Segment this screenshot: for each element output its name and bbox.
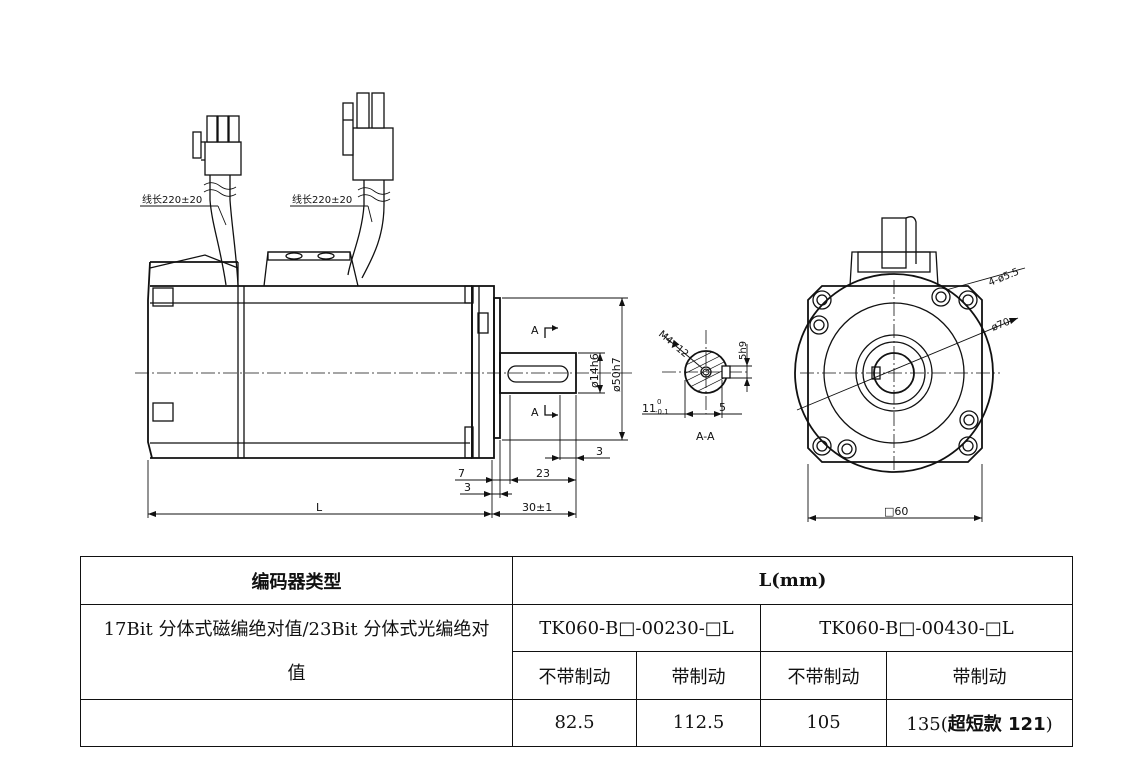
brake-label-2: 带制动 — [636, 651, 761, 700]
value-4-bold: 超短款 121 — [947, 713, 1046, 735]
dim-3-right: 3 — [596, 445, 603, 458]
dim-spigot: ø50h7 — [610, 357, 623, 392]
front-view: 4-ø5.5 ø70 □60 — [794, 216, 1026, 522]
header-L: L(mm) — [511, 555, 1074, 606]
dim-23: 23 — [536, 467, 550, 480]
encoder-description: 17Bit 分体式磁编绝对值/23Bit 分体式光编绝对值 — [80, 604, 513, 700]
side-view: A A 线长220±20 — [135, 92, 632, 518]
model-230: TK060-B□-00230-□L — [512, 604, 761, 653]
dim-7: 7 — [458, 467, 465, 480]
pcd-spec: ø70 — [990, 317, 1012, 334]
model-430: TK060-B□-00430-□L — [759, 604, 1074, 653]
value-3: 105 — [760, 698, 887, 748]
section-view: M4▼12 5h9 11 0 -0.1 5 A-A — [642, 329, 752, 443]
brake-label-1: 不带制动 — [512, 651, 637, 700]
square-spec: □60 — [884, 505, 908, 518]
key-width-dim: 5 — [719, 401, 726, 414]
value-empty-cell — [80, 698, 513, 748]
section-mark-top: A — [531, 324, 539, 337]
dim-flange: 30±1 — [522, 501, 552, 514]
encoder-description-text: 17Bit 分体式磁编绝对值/23Bit 分体式光编绝对值 — [103, 618, 490, 684]
thread-spec: M4▼12 — [656, 329, 690, 360]
dim-L: L — [316, 501, 323, 514]
section-mark-bottom: A — [531, 406, 539, 419]
spec-table: 编码器类型 L(mm) 17Bit 分体式磁编绝对值/23Bit 分体式光编绝对… — [80, 555, 1074, 748]
header-encoder-type: 编码器类型 — [80, 555, 513, 606]
depth-tol-lower: -0.1 — [655, 408, 669, 416]
brake-label-3: 不带制动 — [760, 651, 887, 700]
holes-spec: 4-ø5.5 — [987, 267, 1021, 289]
brake-label-4: 带制动 — [885, 651, 1074, 700]
section-caption: A-A — [696, 430, 715, 443]
value-4-prefix: 135( — [906, 713, 948, 735]
value-4-close: ) — [1045, 713, 1053, 735]
value-2: 112.5 — [636, 698, 761, 748]
depth-tol-upper: 0 — [657, 398, 661, 406]
keyway-dim: 5h9 — [738, 341, 749, 360]
value-1: 82.5 — [512, 698, 637, 748]
depth-dim: 11 — [642, 402, 656, 415]
cable-length-left: 线长220±20 — [142, 193, 202, 206]
dim-shaft: ø14h6 — [588, 353, 601, 388]
cable-length-right: 线长220±20 — [292, 193, 352, 206]
motor-drawing: A A 线长220±20 — [135, 92, 1026, 522]
value-4: 135(超短款 121) — [885, 698, 1074, 748]
dim-3-left: 3 — [464, 481, 471, 494]
